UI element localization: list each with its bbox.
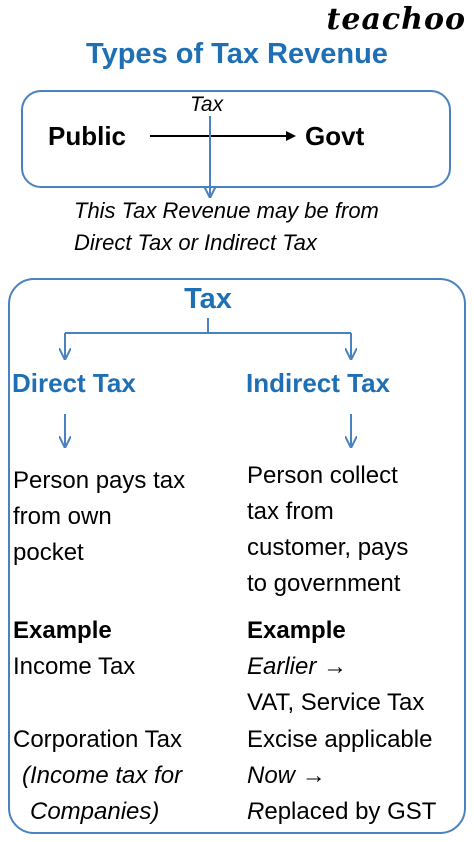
now-item: Replaced by GST	[247, 794, 436, 830]
indirect-desc-line: Person collect	[247, 462, 398, 489]
earlier-label: Earlier	[247, 653, 317, 680]
right-arrow-icon: →	[323, 653, 348, 680]
direct-example-label: Example	[13, 617, 112, 644]
page-title: Types of Tax Revenue	[86, 38, 388, 70]
direct-tax-heading: Direct Tax	[12, 368, 136, 398]
earlier-item: Excise applicable	[247, 726, 433, 753]
direct-example-note: Companies)	[30, 798, 160, 825]
now-label: Now	[247, 762, 296, 789]
note-line-1: This Tax Revenue may be from	[74, 198, 379, 223]
flow-box	[21, 90, 451, 188]
indirect-tax-heading: Indirect Tax	[246, 368, 391, 398]
indirect-desc: Person collect tax from customer, pays t…	[247, 458, 408, 602]
direct-desc-line: pocket	[13, 539, 84, 566]
tax-types-box	[8, 278, 466, 834]
flow-arrow-label: Tax	[190, 93, 224, 116]
direct-desc-line: from own	[13, 503, 112, 530]
earlier-item: VAT, Service Tax	[247, 689, 425, 716]
now-row: Now →	[247, 758, 326, 794]
indirect-desc-line: customer, pays	[247, 534, 409, 561]
teachoo-logo: teachoo	[326, 2, 466, 37]
earlier-row: Earlier →	[247, 649, 347, 685]
right-arrow-icon: →	[301, 762, 326, 789]
direct-desc-line: Person pays tax	[13, 467, 186, 494]
tax-root-heading: Tax	[184, 283, 232, 315]
indirect-desc-line: to government	[247, 570, 401, 597]
direct-desc: Person pays tax from own pocket	[13, 463, 185, 571]
indirect-desc-line: tax from	[247, 498, 334, 525]
direct-example-item: Income Tax	[13, 653, 136, 680]
note-line-2: Direct Tax or Indirect Tax	[74, 230, 317, 255]
to-label: Govt	[305, 121, 365, 151]
from-label: Public	[48, 121, 127, 151]
now-item-initial: R	[247, 798, 265, 825]
direct-example-note: (Income tax for	[22, 762, 183, 789]
indirect-example-label: Example	[247, 617, 346, 644]
now-item-rest: eplaced by GST	[264, 798, 437, 825]
direct-example-item: Corporation Tax	[13, 726, 182, 753]
